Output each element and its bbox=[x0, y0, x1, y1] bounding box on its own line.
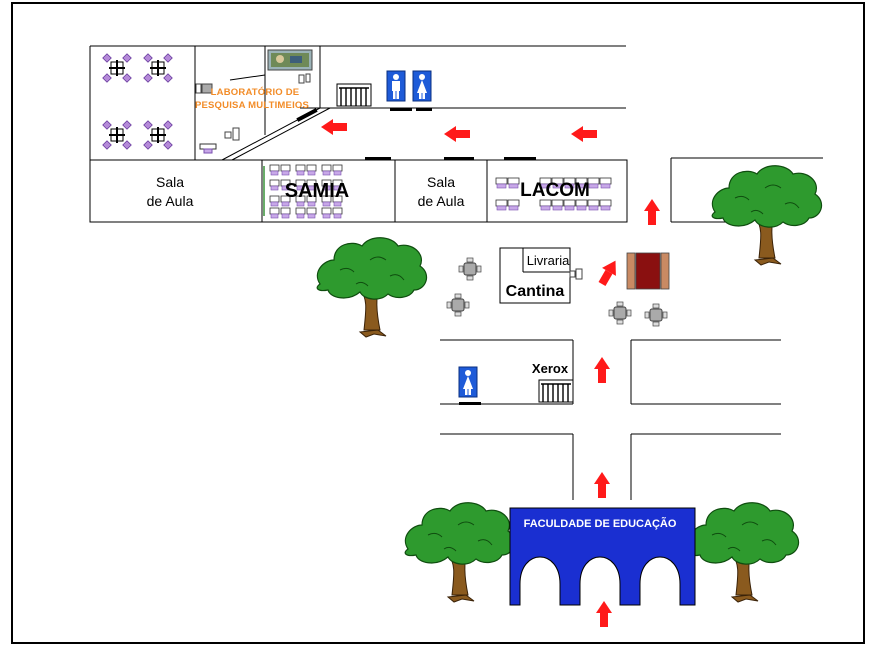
faculdade-building bbox=[509, 507, 696, 606]
restroom-door bbox=[390, 108, 412, 111]
cantina-building bbox=[499, 247, 571, 304]
restroom-door bbox=[459, 402, 481, 405]
table-icon bbox=[142, 52, 174, 84]
arrow-icon bbox=[644, 199, 660, 225]
arrow-icon bbox=[596, 601, 612, 627]
tree-icon bbox=[316, 237, 428, 338]
faculdade-label: FACULDADE DE EDUCAÇÃO bbox=[524, 517, 677, 530]
lab-computers bbox=[195, 49, 313, 154]
tree-icon bbox=[404, 502, 516, 603]
lab-label-line2: PESQUISA MULTIMEIOS bbox=[195, 100, 309, 111]
restroom-door bbox=[416, 108, 432, 111]
sala-aula-2-line2: de Aula bbox=[418, 193, 465, 209]
restroom-female-icon bbox=[458, 366, 478, 398]
tree-icon bbox=[711, 165, 823, 266]
sala-aula-2-line1: Sala bbox=[427, 174, 455, 190]
table-icon bbox=[142, 119, 174, 151]
arrow-icon bbox=[321, 119, 347, 135]
table-icon bbox=[644, 303, 668, 327]
arrow-icon bbox=[444, 126, 470, 142]
sala-aula-1-line1: Sala bbox=[156, 174, 184, 190]
kiosk bbox=[626, 252, 670, 290]
table-icon bbox=[458, 257, 482, 281]
right-building-top bbox=[670, 157, 823, 223]
table-icon bbox=[101, 119, 133, 151]
cantina-label: Cantina bbox=[506, 283, 565, 300]
table-icon bbox=[101, 52, 133, 84]
door bbox=[444, 157, 474, 160]
stairs-icon bbox=[336, 83, 372, 107]
stairs-icon bbox=[538, 379, 574, 403]
xerox-label: Xerox bbox=[532, 361, 569, 376]
classroom-row bbox=[89, 157, 628, 223]
table-icon bbox=[446, 293, 470, 317]
arrow-icon bbox=[594, 472, 610, 498]
table-icon bbox=[608, 301, 632, 325]
restroom-female-icon bbox=[412, 70, 432, 102]
livraria-label: Livraria bbox=[527, 253, 570, 268]
computer-icon bbox=[575, 268, 583, 280]
lab-tables bbox=[101, 52, 174, 151]
arrow-icon bbox=[571, 126, 597, 142]
sala-aula-1-line2: de Aula bbox=[147, 193, 194, 209]
lab-door bbox=[296, 108, 318, 122]
lab-label-line1: LABORATÓRIO DE bbox=[211, 86, 300, 98]
arrow-icon bbox=[598, 260, 616, 286]
map-frame bbox=[11, 2, 865, 644]
middle-corridor bbox=[440, 339, 781, 500]
door bbox=[504, 157, 536, 160]
lacom-label: LACOM bbox=[520, 180, 590, 201]
door bbox=[365, 157, 391, 160]
samia-label: SAMIA bbox=[285, 180, 349, 202]
arrow-icon bbox=[594, 357, 610, 383]
tree-icon bbox=[688, 502, 800, 603]
restroom-male-icon bbox=[386, 70, 406, 102]
